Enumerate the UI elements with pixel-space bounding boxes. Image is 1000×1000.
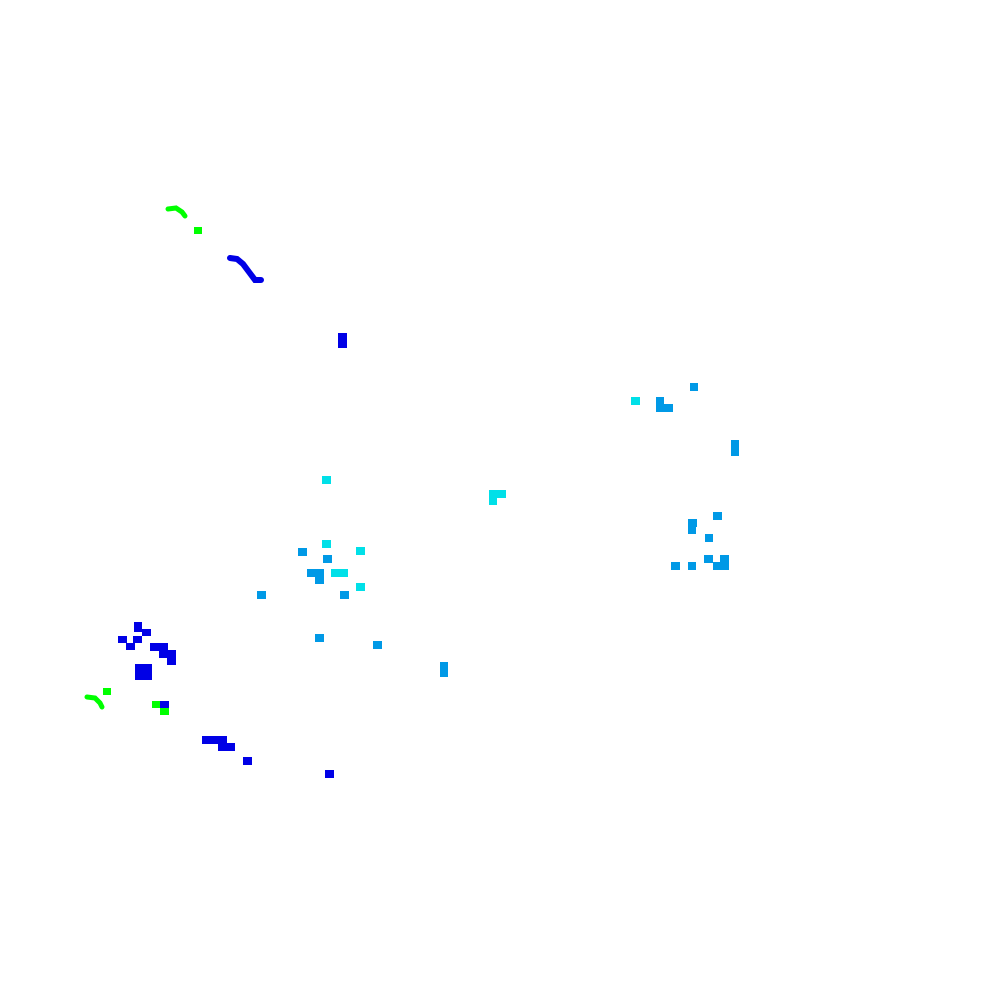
cyan-marks bbox=[322, 397, 640, 591]
green-mark bbox=[152, 701, 160, 708]
blue-mark bbox=[202, 736, 227, 744]
sky-mark bbox=[340, 591, 349, 599]
sky-mark bbox=[731, 440, 739, 456]
blue-mark bbox=[142, 629, 151, 636]
blue-mark bbox=[126, 643, 135, 650]
cyan-mark bbox=[356, 547, 365, 555]
cyan-mark bbox=[322, 540, 331, 548]
green-mark bbox=[103, 688, 111, 695]
sky-mark bbox=[704, 555, 713, 563]
blue-marks bbox=[118, 255, 347, 778]
sky-mark bbox=[713, 512, 722, 520]
sky-mark bbox=[373, 641, 382, 649]
blue-mark bbox=[243, 757, 252, 765]
cyan-mark bbox=[322, 476, 331, 484]
sky-mark bbox=[688, 519, 697, 527]
sky-mark bbox=[688, 562, 696, 570]
blue-mark bbox=[218, 743, 235, 751]
sky-mark bbox=[688, 526, 696, 534]
blue-mark bbox=[118, 636, 127, 643]
blue-mark bbox=[133, 636, 142, 643]
green-stroke-bottom bbox=[84, 694, 105, 710]
sky-mark bbox=[720, 555, 729, 563]
blue-mark bbox=[160, 701, 169, 708]
blue-stroke bbox=[227, 255, 264, 283]
sky-mark bbox=[440, 662, 448, 677]
sky-mark bbox=[656, 404, 673, 412]
cyan-mark bbox=[489, 490, 506, 498]
sky-mark bbox=[257, 591, 266, 599]
sky-mark bbox=[315, 634, 324, 642]
green-mark bbox=[194, 227, 202, 234]
sky-mark bbox=[705, 534, 713, 542]
sky-mark bbox=[690, 383, 698, 391]
sky-marks bbox=[257, 383, 739, 677]
sky-mark bbox=[307, 569, 324, 577]
sky-mark bbox=[298, 548, 307, 556]
blue-mark bbox=[150, 643, 168, 651]
sky-mark bbox=[315, 576, 324, 584]
blue-mark bbox=[134, 622, 142, 632]
green-marks bbox=[84, 205, 202, 715]
cyan-mark bbox=[489, 497, 497, 505]
sky-mark bbox=[323, 555, 332, 563]
sky-mark bbox=[671, 562, 680, 570]
blue-mark bbox=[135, 664, 152, 680]
green-mark bbox=[160, 708, 169, 715]
blue-mark bbox=[338, 333, 347, 348]
cyan-mark bbox=[356, 583, 365, 591]
green-stroke-top bbox=[165, 205, 188, 219]
blue-mark bbox=[325, 770, 334, 778]
blue-mark bbox=[167, 657, 176, 665]
cyan-mark bbox=[631, 397, 640, 405]
blue-mark bbox=[159, 650, 176, 658]
cyan-mark bbox=[331, 569, 348, 577]
sky-mark bbox=[713, 562, 729, 570]
